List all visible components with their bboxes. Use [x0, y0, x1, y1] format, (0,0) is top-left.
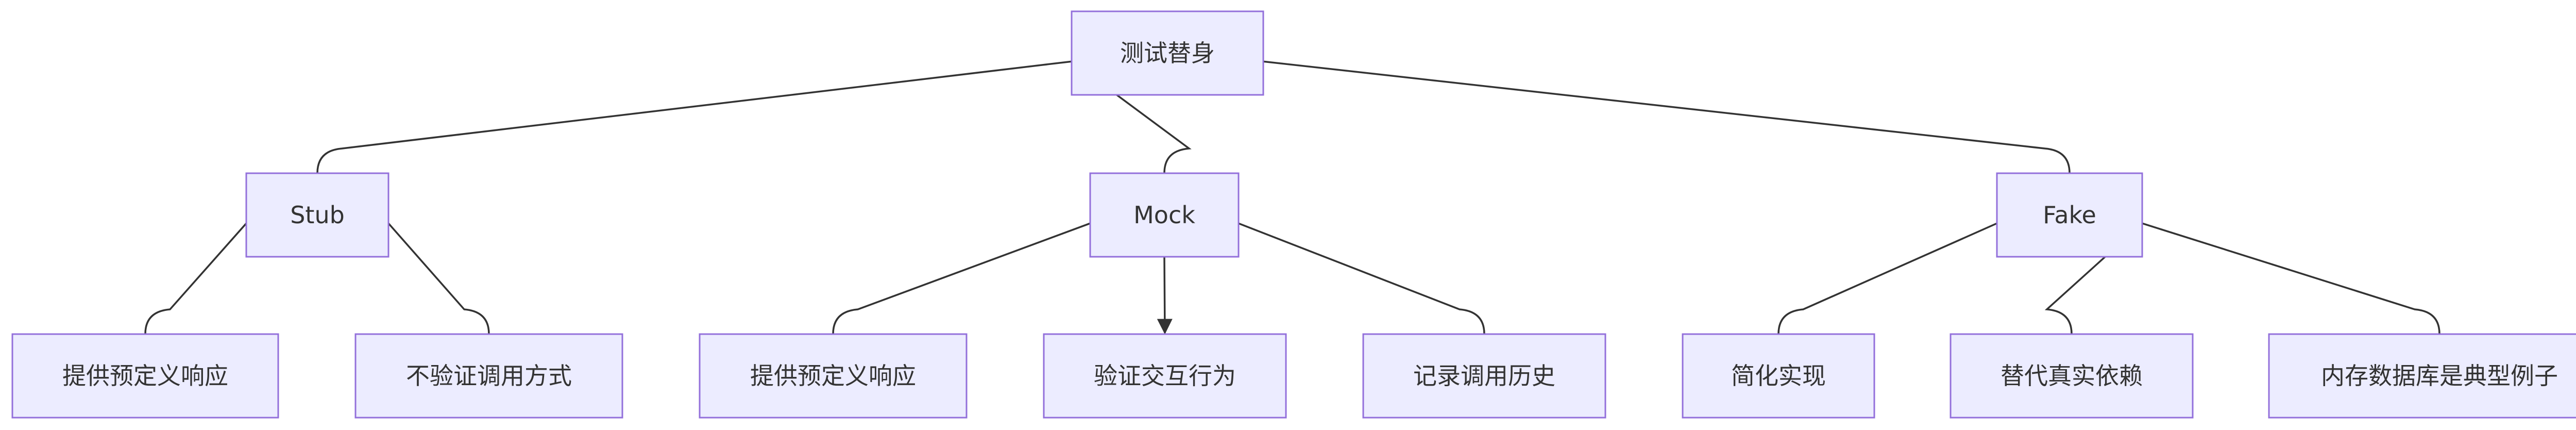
node-stub2: 不验证调用方式	[354, 333, 623, 419]
edge-root-to-mock	[1071, 60, 1192, 187]
edge-mock-to-mock1	[825, 222, 1091, 348]
edge-stub-to-stub2	[387, 223, 497, 348]
edge-stub-to-stub1	[138, 223, 247, 348]
node-label-mock2: 验证交互行为	[1094, 362, 1236, 390]
node-box-fake	[1996, 172, 2143, 258]
node-mock: Mock	[1089, 172, 1240, 258]
nodes-layer: 测试替身 Stub Mock Fake 提供预定义响应 不验证调用方式 提供预定义响应 验证交…	[11, 10, 2576, 419]
edge-fake-to-fake3	[2142, 222, 2447, 348]
edge-fake-to-fake1	[1771, 222, 1997, 348]
node-box-fake3	[2268, 333, 2576, 419]
node-box-stub2	[354, 333, 623, 419]
node-stub: Stub	[245, 172, 389, 258]
edge-mock-to-mock3	[1238, 222, 1492, 348]
edge-mock-to-mock2	[1157, 256, 1173, 335]
node-box-fake2	[1950, 333, 2194, 419]
node-label-mock1: 提供预定义响应	[750, 362, 916, 390]
node-label-stub: Stub	[290, 201, 345, 229]
node-stub1: 提供预定义响应	[11, 333, 279, 419]
node-mock1: 提供预定义响应	[699, 333, 968, 419]
node-box-mock	[1089, 172, 1240, 258]
node-box-mock3	[1362, 333, 1606, 419]
edge-root-to-fake	[1263, 60, 2077, 187]
node-label-mock: Mock	[1133, 201, 1195, 229]
node-box-stub1	[11, 333, 279, 419]
edge-root-to-stub	[310, 60, 1072, 187]
node-label-fake3: 内存数据库是典型例子	[2321, 362, 2558, 390]
node-label-fake: Fake	[2043, 201, 2096, 229]
node-root: 测试替身	[1071, 10, 1264, 96]
node-box-mock1	[699, 333, 968, 419]
node-box-stub	[245, 172, 389, 258]
node-label-fake1: 简化实现	[1731, 362, 1826, 390]
node-mock3: 记录调用历史	[1362, 333, 1606, 419]
node-label-fake2: 替代真实依赖	[2001, 362, 2143, 390]
node-fake2: 替代真实依赖	[1950, 333, 2194, 419]
node-box-fake1	[1682, 333, 1875, 419]
node-label-root: 测试替身	[1120, 39, 1215, 67]
node-box-root	[1071, 10, 1264, 96]
node-mock2: 验证交互行为	[1043, 333, 1287, 419]
node-box-mock2	[1043, 333, 1287, 419]
node-fake: Fake	[1996, 172, 2143, 258]
node-label-stub1: 提供预定义响应	[62, 362, 228, 390]
node-label-stub2: 不验证调用方式	[406, 362, 572, 390]
node-fake1: 简化实现	[1682, 333, 1875, 419]
node-fake3: 内存数据库是典型例子	[2268, 333, 2576, 419]
node-label-mock3: 记录调用历史	[1413, 362, 1555, 390]
edge-fake-to-fake2	[2044, 222, 2143, 348]
edges-layer	[138, 60, 2447, 348]
